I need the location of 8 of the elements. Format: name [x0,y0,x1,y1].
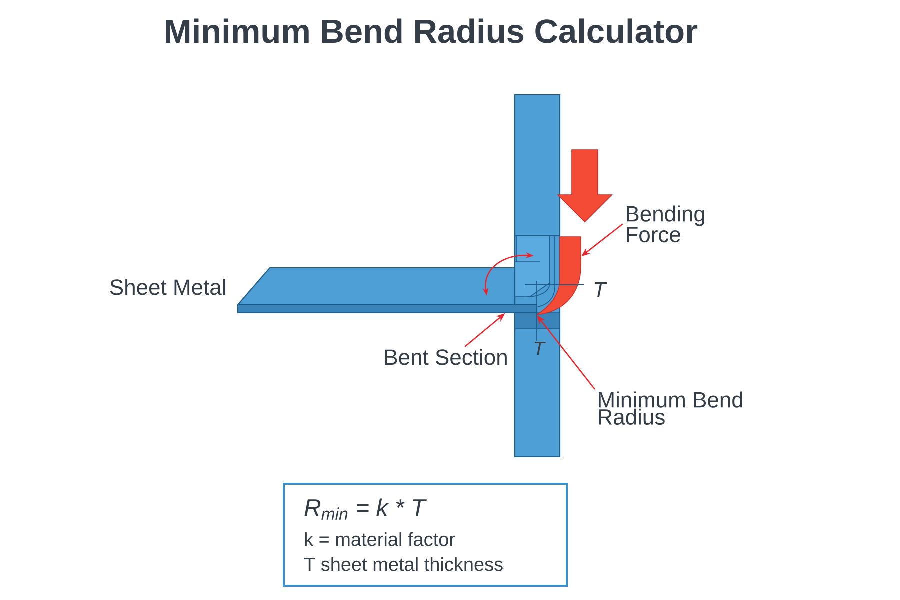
part-label: Sheet Metal [110,279,226,296]
formula-box: R$_{min}$ = k * T k = material factor T sheet metal thickness [283,483,568,587]
callout-label: Bent Section [385,349,507,366]
title: Minimum Bend Radius Calculator [166,18,698,44]
callout-label: Minimum Bend Radius [599,392,742,426]
bend-curve [536,236,582,316]
callout-label: Bending Force [627,206,705,243]
dimension-label: T [534,342,546,355]
